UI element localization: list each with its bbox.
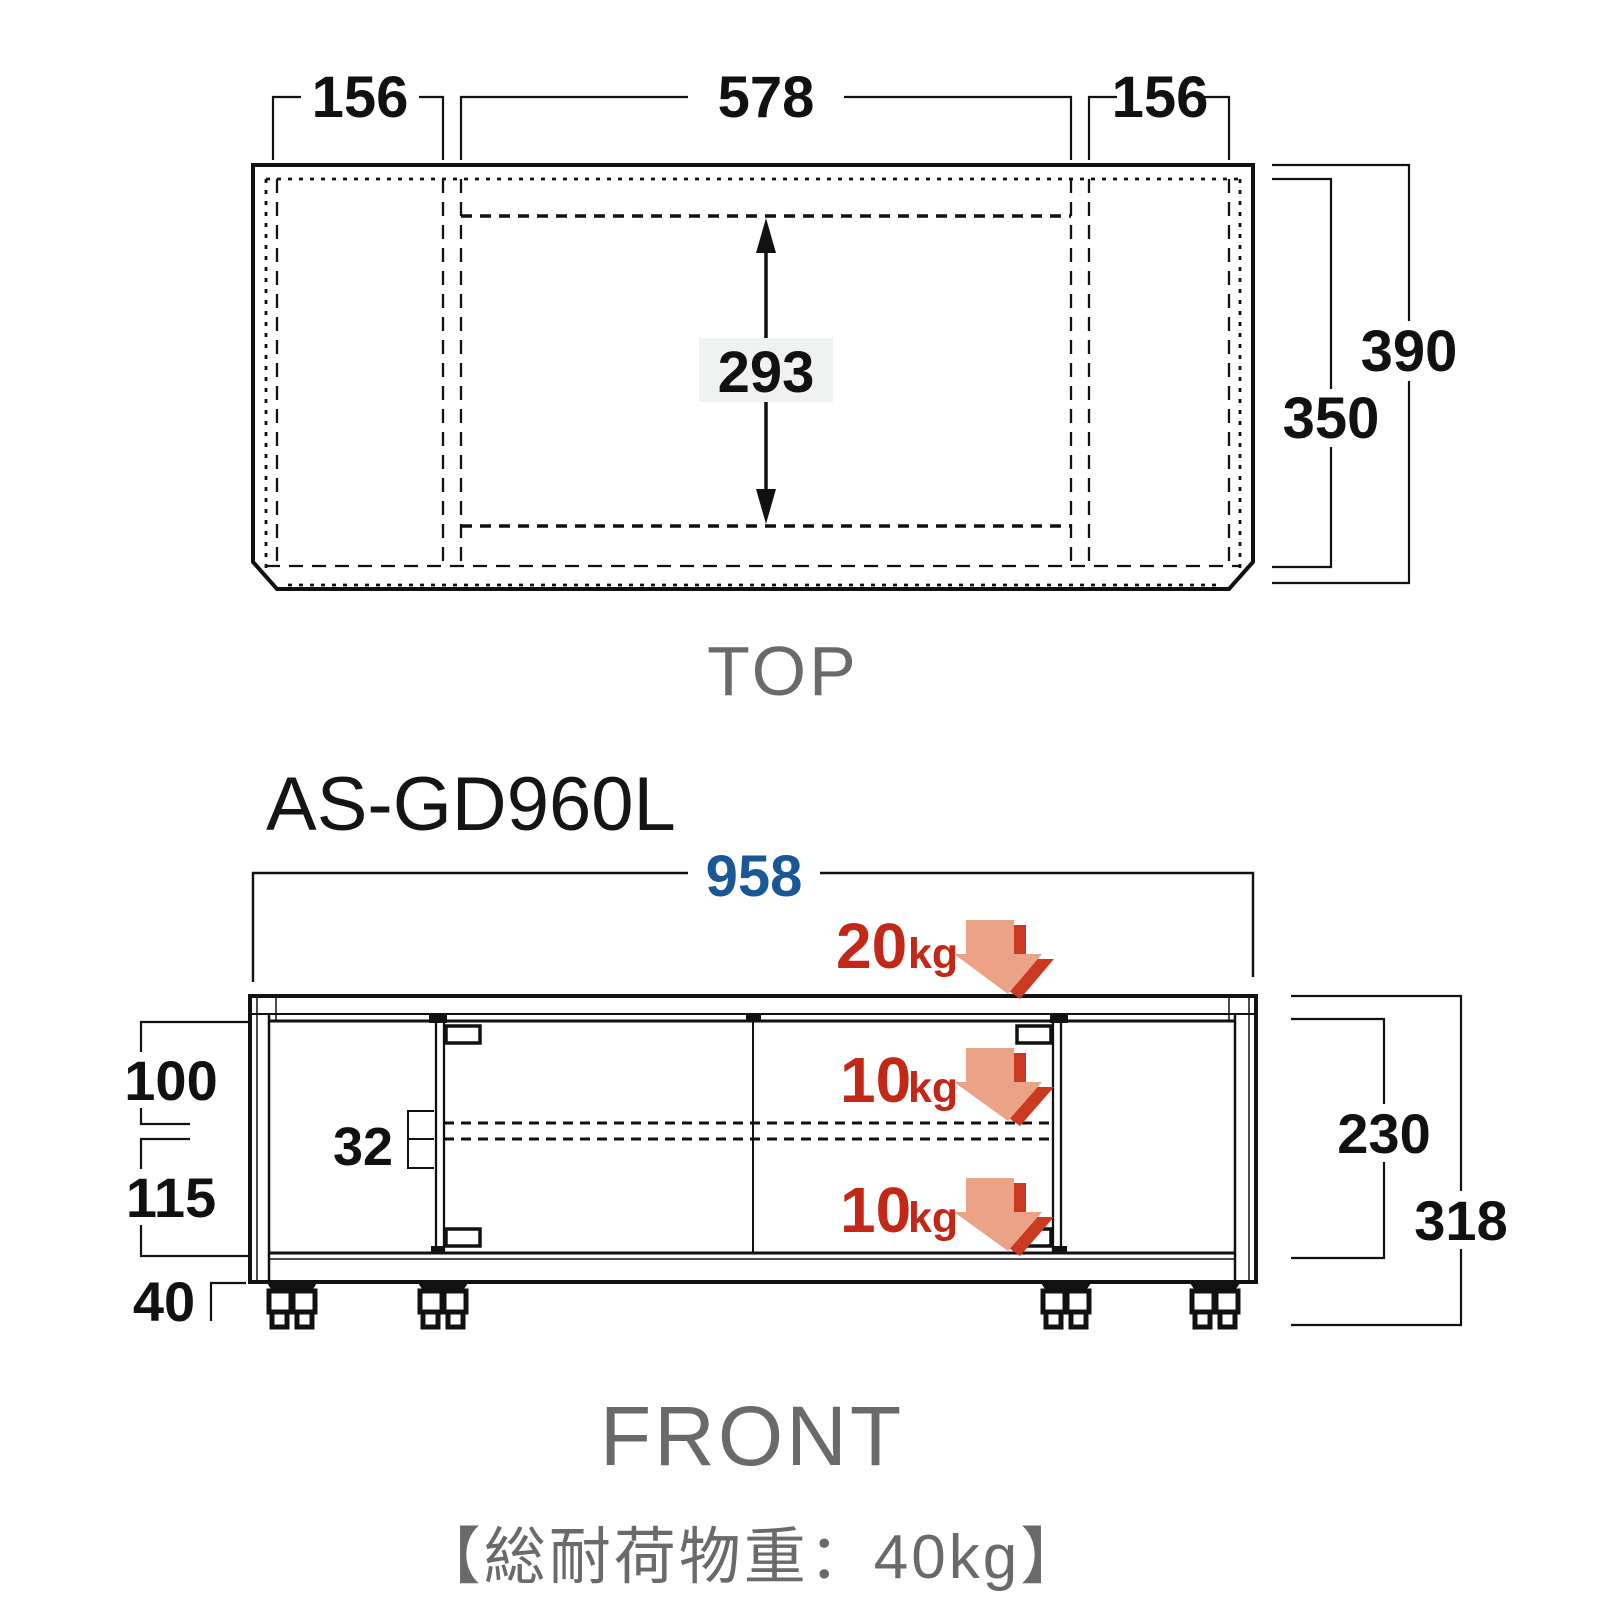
dim-lower-space: 115 bbox=[126, 1166, 216, 1229]
dim-bracket-40 bbox=[209, 1281, 246, 1321]
depth-arrow-head-up-icon bbox=[756, 218, 776, 253]
model-name: AS-GD960L bbox=[266, 762, 676, 847]
caster-icon-2 bbox=[417, 1283, 469, 1330]
depth-arrow-head-down-icon bbox=[756, 489, 776, 524]
load-top: 20 kg bbox=[836, 910, 1054, 999]
door-hinge-top-left bbox=[444, 1024, 482, 1045]
left-divider-bottom-tab bbox=[431, 1246, 445, 1253]
caster-icon-3 bbox=[1040, 1283, 1092, 1330]
dim-bracket-318 bbox=[1291, 994, 1463, 1327]
dim-100-bg bbox=[120, 1052, 222, 1108]
door-hinge-bottom-left bbox=[444, 1227, 482, 1248]
caster-icon-1 bbox=[266, 1283, 318, 1330]
load-bottom-unit: kg bbox=[908, 1194, 958, 1242]
caster-wheel bbox=[1040, 1288, 1068, 1315]
top-view: 293 156 578 156 350 390 TOP bbox=[251, 65, 1467, 710]
caster-wheel bbox=[266, 1288, 294, 1315]
left-divider bbox=[434, 1021, 446, 1253]
caster-wheel bbox=[290, 1288, 318, 1315]
load-bottom-value: 10 bbox=[840, 1174, 911, 1246]
side-panel-inner-faces bbox=[267, 1014, 1237, 1282]
dim-left-section: 156 bbox=[312, 65, 409, 130]
door-hinge-top-right bbox=[1015, 1024, 1053, 1045]
load-arrow-down-icon bbox=[954, 1178, 1042, 1251]
right-divider-bottom-tab bbox=[1053, 1246, 1067, 1253]
front-view: AS-GD960L 958 32 100 bbox=[120, 762, 1519, 1592]
top-panel-edge-dotted bbox=[264, 177, 1242, 569]
dim-center-section: 578 bbox=[718, 65, 815, 130]
center-divider-top-tab bbox=[746, 1014, 761, 1022]
load-arrow-down-icon bbox=[954, 920, 1042, 994]
dim-bracket-32 bbox=[407, 1110, 434, 1169]
dim-upper-space: 100 bbox=[124, 1049, 217, 1112]
dim-total-depth: 390 bbox=[1361, 319, 1458, 384]
dim-right-section: 156 bbox=[1112, 65, 1209, 130]
dim-390-bg bbox=[1351, 321, 1467, 381]
dim-115-bg bbox=[120, 1169, 222, 1225]
load-bottom: 10 kg bbox=[840, 1174, 1054, 1256]
dim-bracket-center-578 bbox=[459, 95, 1073, 160]
dim-total-height: 318 bbox=[1414, 1189, 1507, 1252]
left-divider-top-tab bbox=[429, 1014, 447, 1023]
dim-bracket-958 bbox=[251, 871, 1255, 982]
load-middle-value: 10 bbox=[840, 1044, 911, 1116]
dim-bracket-right-156 bbox=[1087, 95, 1231, 160]
caster-wheel bbox=[417, 1288, 445, 1315]
front-view-caption: FRONT bbox=[600, 1389, 904, 1483]
load-top-unit: kg bbox=[908, 930, 958, 978]
dim-bracket-350 bbox=[1272, 177, 1333, 569]
dim-interior-height: 230 bbox=[1337, 1102, 1430, 1165]
top-band-end-joints bbox=[275, 996, 1230, 1021]
inner-depth-label-bg bbox=[699, 338, 833, 402]
caster-wheel bbox=[1064, 1288, 1092, 1315]
load-middle: 10 kg bbox=[840, 1044, 1054, 1126]
dim-caster-height: 40 bbox=[133, 1270, 195, 1333]
caster-wheel bbox=[1213, 1288, 1241, 1315]
caster-wheel bbox=[441, 1288, 469, 1315]
load-arrow-down-icon bbox=[954, 1048, 1042, 1121]
caster-foot bbox=[445, 1309, 466, 1330]
caster-icon-4 bbox=[1189, 1283, 1241, 1330]
caster-foot bbox=[1192, 1309, 1213, 1330]
center-opening-hidden-edges bbox=[461, 214, 1071, 528]
caster-wheel bbox=[1189, 1288, 1217, 1315]
top-view-caption: TOP bbox=[707, 632, 859, 710]
dim-width: 958 bbox=[706, 844, 803, 909]
caster-foot bbox=[1043, 1309, 1064, 1330]
inner-depth-dim: 293 bbox=[718, 340, 815, 405]
load-middle-unit: kg bbox=[908, 1064, 958, 1112]
dim-230-bg bbox=[1326, 1104, 1442, 1162]
caster-foot bbox=[294, 1309, 315, 1330]
caster-foot bbox=[1068, 1309, 1089, 1330]
dim-350-bg bbox=[1274, 389, 1388, 447]
internal-wall-hidden-lines bbox=[275, 179, 1231, 566]
side-panel-edge-lines bbox=[256, 996, 1250, 1282]
dim-panel-depth: 350 bbox=[1283, 386, 1380, 451]
caster-foot bbox=[1217, 1309, 1238, 1330]
right-divider bbox=[1051, 1021, 1063, 1253]
dim-318-bg bbox=[1403, 1191, 1519, 1249]
load-top-value: 20 bbox=[836, 910, 907, 982]
right-divider-top-tab bbox=[1050, 1014, 1068, 1023]
dim-bracket-left-156 bbox=[271, 95, 445, 160]
caster-foot bbox=[420, 1309, 441, 1330]
dim-shelf-pitch: 32 bbox=[333, 1117, 393, 1177]
caster-foot bbox=[269, 1309, 290, 1330]
total-load-note: 【総耐荷物重：40kg】 bbox=[419, 1523, 1085, 1592]
